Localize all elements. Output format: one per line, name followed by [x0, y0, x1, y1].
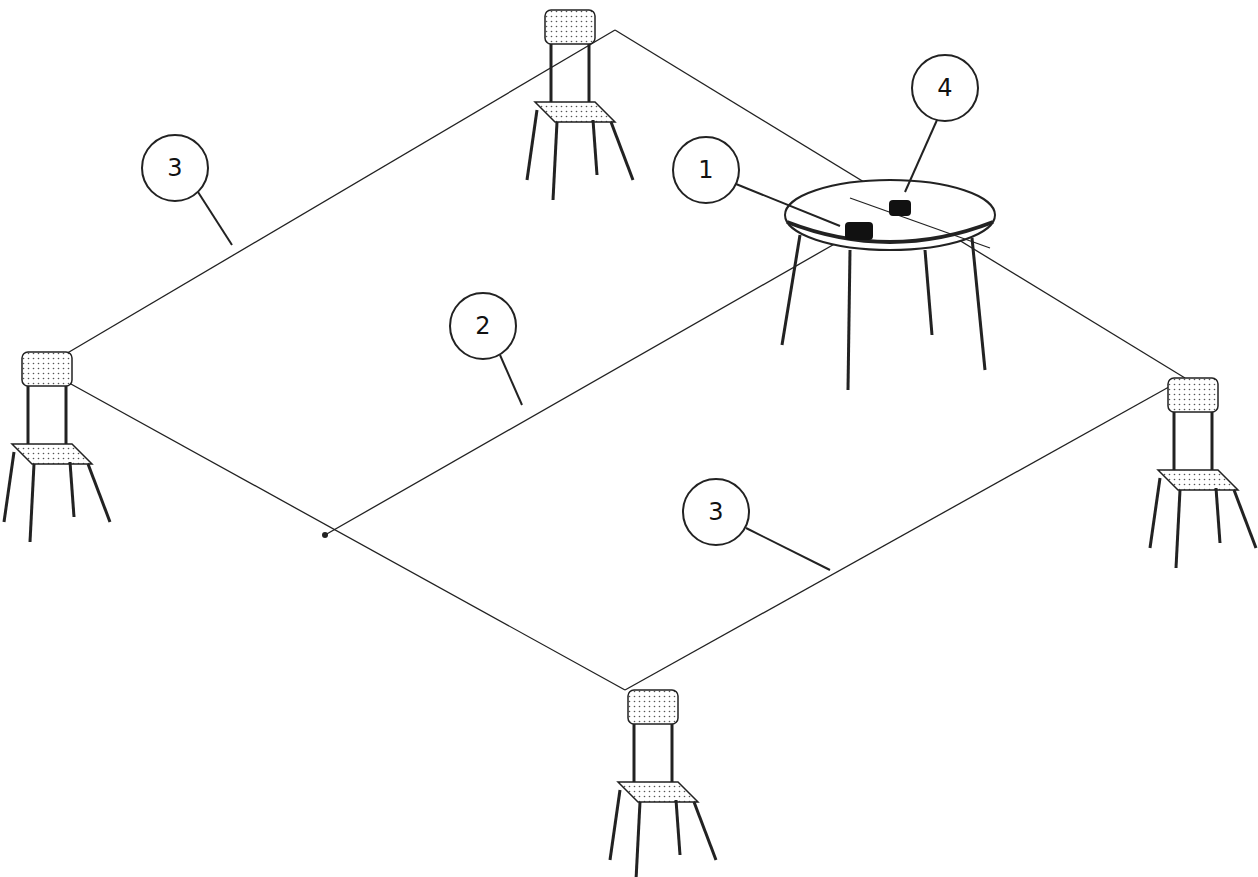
chair	[610, 690, 716, 877]
chair	[1150, 378, 1256, 568]
leader-lines	[198, 120, 937, 570]
callout-number: 4	[937, 76, 952, 100]
device	[845, 200, 911, 240]
callout-number: 3	[167, 156, 182, 180]
junction-dot	[322, 532, 328, 538]
table	[782, 180, 995, 390]
chair	[527, 10, 633, 200]
callout-number: 1	[698, 158, 713, 182]
callout-number: 3	[708, 500, 723, 524]
callout-circles	[142, 55, 978, 545]
chair	[4, 352, 110, 542]
callout-number: 2	[475, 314, 490, 338]
